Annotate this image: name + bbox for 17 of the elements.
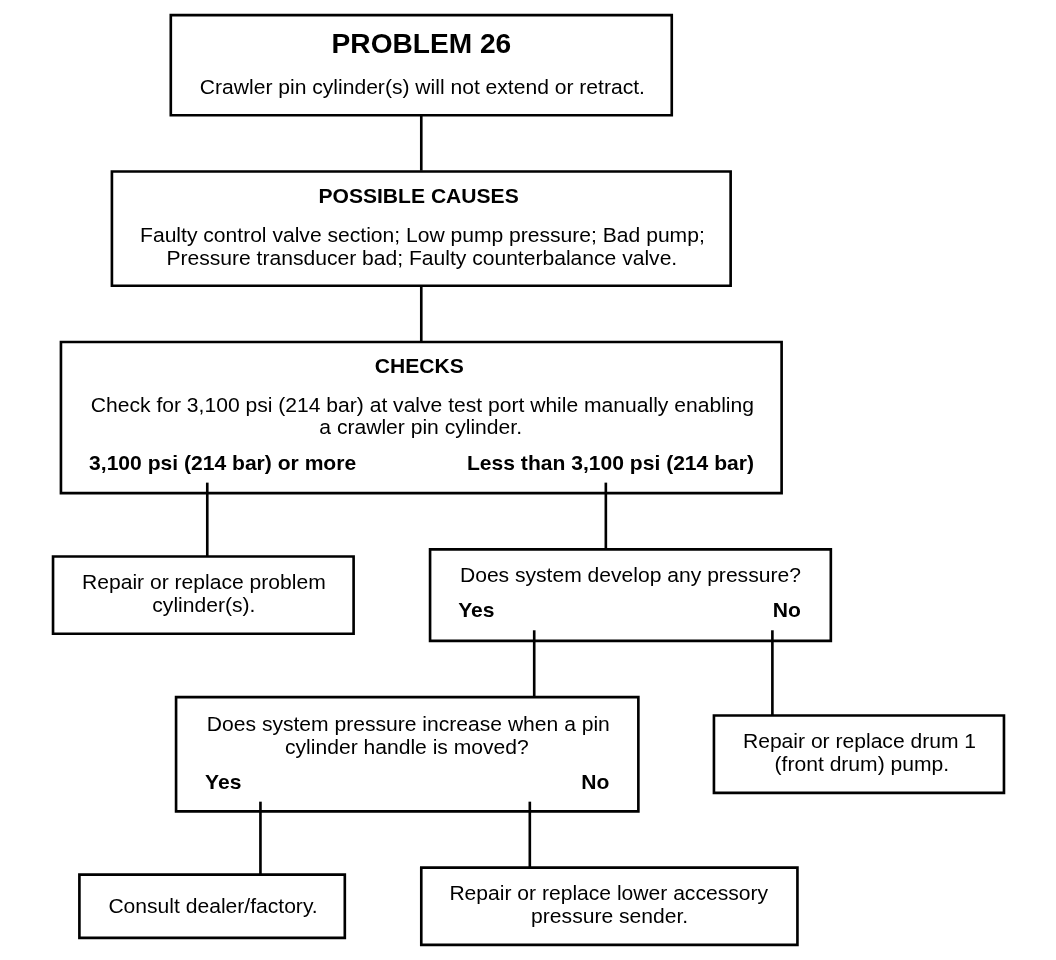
connector: [770, 630, 774, 716]
connector: [532, 630, 536, 697]
node-box: Repair or replace problem cylinder(s).: [51, 555, 355, 636]
node-box: Consult dealer/factory.: [77, 873, 346, 940]
connector: [258, 801, 262, 875]
connector: [604, 482, 607, 550]
node-box: Repair or replace lower accessory pressure sender.: [419, 866, 799, 947]
connector: [205, 482, 209, 557]
node-box: CHECKS Check for 3,100 psi (214 bar) at valve test port while manually enabling a crawler pin cylinder. 3,100 psi (214 bar) or more Less than 3,100 psi (214 bar): [59, 340, 783, 495]
connector: [419, 115, 423, 171]
node-box: Repair or replace drum 1 (front drum) pump.: [712, 714, 1005, 795]
node-box: PROBLEM 26 Crawler pin cylinder(s) will not extend or retract.: [169, 13, 673, 117]
connector: [528, 801, 531, 868]
node-box: POSSIBLE CAUSES Faulty control valve section; Low pump pressure; Bad pump; Pressure transducer bad; Faulty counterbalance valve.: [110, 170, 732, 288]
node-box: Does system pressure increase when a pin cylinder handle is moved? Yes No: [174, 695, 640, 813]
connector: [419, 286, 423, 342]
node-box: Does system develop any pressure? Yes No: [428, 548, 832, 643]
